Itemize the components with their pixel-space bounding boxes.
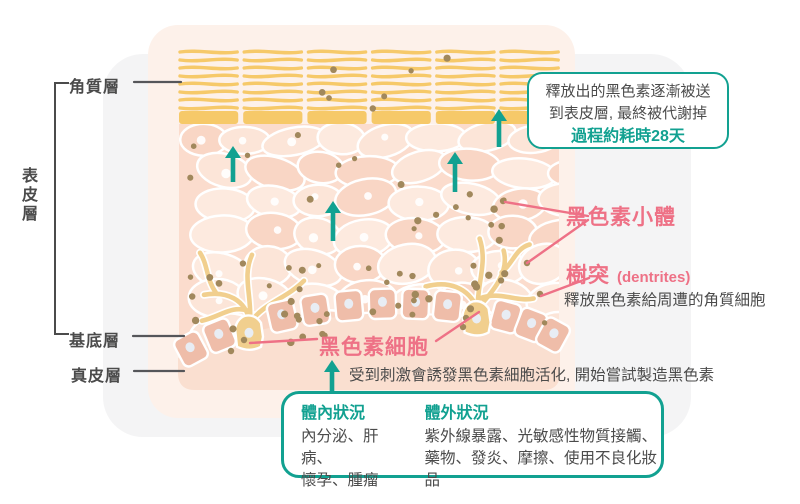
layer-leader-lines	[54, 80, 186, 373]
up-arrow-icon	[447, 152, 463, 192]
callout-line	[434, 310, 481, 343]
melanocyte-shape	[233, 314, 265, 351]
stimulus-factors-box: 體內狀況 內分泌、肝病、 懷孕、腫瘤 體外狀況 紫外線暴露、光敏感性物質接觸、 …	[281, 391, 664, 489]
melanocyte-label: 黑色素細胞	[319, 336, 429, 359]
callout-lines	[248, 200, 591, 345]
external-factors-line1: 紫外線暴露、光敏感性物質接觸、	[424, 427, 657, 445]
external-factors-column: 體外狀況 紫外線暴露、光敏感性物質接觸、 藥物、發炎、摩擦、使用不良化妝品	[424, 403, 661, 489]
metabolism-note-box: 釋放出的黑色素逐漸被送 到表皮層, 最終被代謝掉 過程約耗時28天	[527, 72, 729, 149]
internal-factors-line2: 懷孕、腫瘤	[301, 471, 379, 489]
dermis-label: 真皮層	[71, 368, 123, 385]
metabolism-line1: 釋放出的黑色素逐漸被送	[545, 83, 711, 100]
external-factors-title: 體外狀況	[424, 405, 489, 422]
metabolism-highlight: 過程約耗時28天	[571, 127, 685, 145]
external-factors-line2: 藥物、發炎、摩擦、使用不良化妝品	[424, 449, 657, 489]
dendrite-label: 樹突 (dentrites)	[566, 259, 690, 289]
internal-factors-column: 體內狀況 內分泌、肝病、 懷孕、腫瘤	[301, 403, 404, 489]
callout-line	[525, 218, 590, 265]
dendrite-label-en: (dentrites)	[617, 269, 691, 286]
up-arrow-icon	[324, 360, 340, 391]
up-arrow-icons	[225, 109, 507, 391]
stratum-corneum-label: 角質層	[69, 79, 121, 96]
metabolism-line2: 到表皮層, 最終被代謝掉	[548, 104, 708, 122]
basal-layer-label: 基底層	[69, 333, 121, 350]
melanin-dots	[187, 54, 548, 355]
internal-factors-title: 體內狀況	[301, 405, 366, 422]
up-arrow-icon	[491, 109, 507, 147]
callout-line	[503, 200, 590, 218]
melanosome-label: 黑色素小體	[566, 206, 676, 229]
up-arrow-icon	[325, 201, 341, 241]
dendrite-description: 釋放黑色素給周遭的角質細胞	[564, 292, 766, 309]
callout-line	[248, 337, 319, 345]
up-arrow-icon	[225, 146, 241, 182]
stimulus-note: 受到刺激會誘發黑色素細胞活化, 開始嘗試製造黑色素	[349, 367, 715, 384]
stratum-corneum-layer	[178, 49, 560, 124]
epidermis-bracket	[54, 82, 69, 335]
internal-factors-line1: 內分泌、肝病、	[301, 427, 379, 467]
callout-line	[539, 276, 591, 298]
dendrite-label-zh: 樹突	[566, 264, 610, 287]
epidermis-label: 表皮層	[19, 167, 36, 224]
